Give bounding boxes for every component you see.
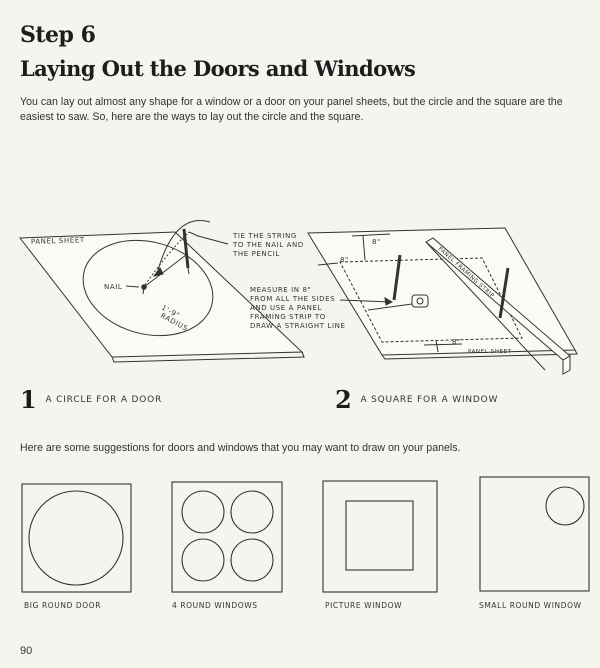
picture-window-drawing	[322, 480, 438, 593]
figure-1-caption: A CIRCLE FOR A DOOR	[45, 395, 163, 405]
measure-note-line-2: FROM ALL THE SIDES	[250, 295, 335, 303]
dim-bottom: 8"	[452, 338, 461, 346]
pencil-icon	[182, 228, 190, 275]
panel-framing-strip	[425, 237, 571, 375]
string-line	[143, 254, 187, 288]
measure-note-line-1: MEASURE IN 8"	[250, 286, 311, 294]
nail-label: NAIL	[104, 283, 122, 291]
label-four-round-windows: 4 ROUND WINDOWS	[172, 601, 258, 610]
label-big-round-door: BIG ROUND DOOR	[24, 601, 102, 610]
label-picture-window: PICTURE WINDOW	[325, 601, 403, 610]
tape-measure-icon	[367, 294, 429, 311]
four-round-windows-drawing	[171, 481, 283, 593]
big-round-door-drawing	[21, 483, 132, 593]
panel-sheet-label-1: PANEL SHEET	[31, 236, 85, 246]
caption-figure-1: 1 A CIRCLE FOR A DOOR	[20, 385, 162, 414]
step-heading: Step 6	[20, 22, 96, 48]
pencil-icon-3	[498, 267, 510, 319]
dim-top: 8"	[372, 238, 381, 246]
label-small-round-window: SMALL ROUND WINDOW	[479, 601, 582, 610]
tie-note-line-1: TIE THE STRING	[232, 232, 297, 240]
pencil-icon-2	[392, 254, 402, 301]
measure-note-line-5: DRAW A STRAIGHT LINE	[250, 322, 346, 330]
figure-1-number: 1	[20, 385, 38, 414]
caption-figure-2: 2 A SQUARE FOR A WINDOW	[335, 385, 498, 414]
arrow-curve	[157, 220, 211, 271]
dim-left: 8"	[340, 256, 349, 264]
measure-note-line-4: FRAMING STRIP TO	[250, 313, 326, 321]
figure-circle-layout	[19, 220, 305, 363]
drawn-circle	[82, 239, 214, 337]
tie-note-line-2: TO THE NAIL AND	[232, 241, 304, 249]
measure-note-line-3: AND USE A PANEL	[250, 304, 322, 312]
tie-note-line-3: THE PENCIL	[232, 250, 280, 258]
page-number: 90	[20, 645, 33, 657]
drawn-square	[339, 257, 523, 343]
suggestions-text: Here are some suggestions for doors and …	[20, 442, 461, 454]
figure-square-layout	[307, 227, 578, 375]
radius-arc	[144, 231, 190, 286]
panel-sheet-label-2: PANEL SHEET	[468, 349, 512, 355]
figure-2-caption: A SQUARE FOR A WINDOW	[360, 395, 499, 405]
intro-paragraph: You can lay out almost any shape for a w…	[20, 96, 563, 123]
page-title: Laying Out the Doors and Windows	[20, 56, 416, 81]
small-round-window-drawing	[479, 476, 590, 592]
figure-2-number: 2	[335, 385, 353, 414]
